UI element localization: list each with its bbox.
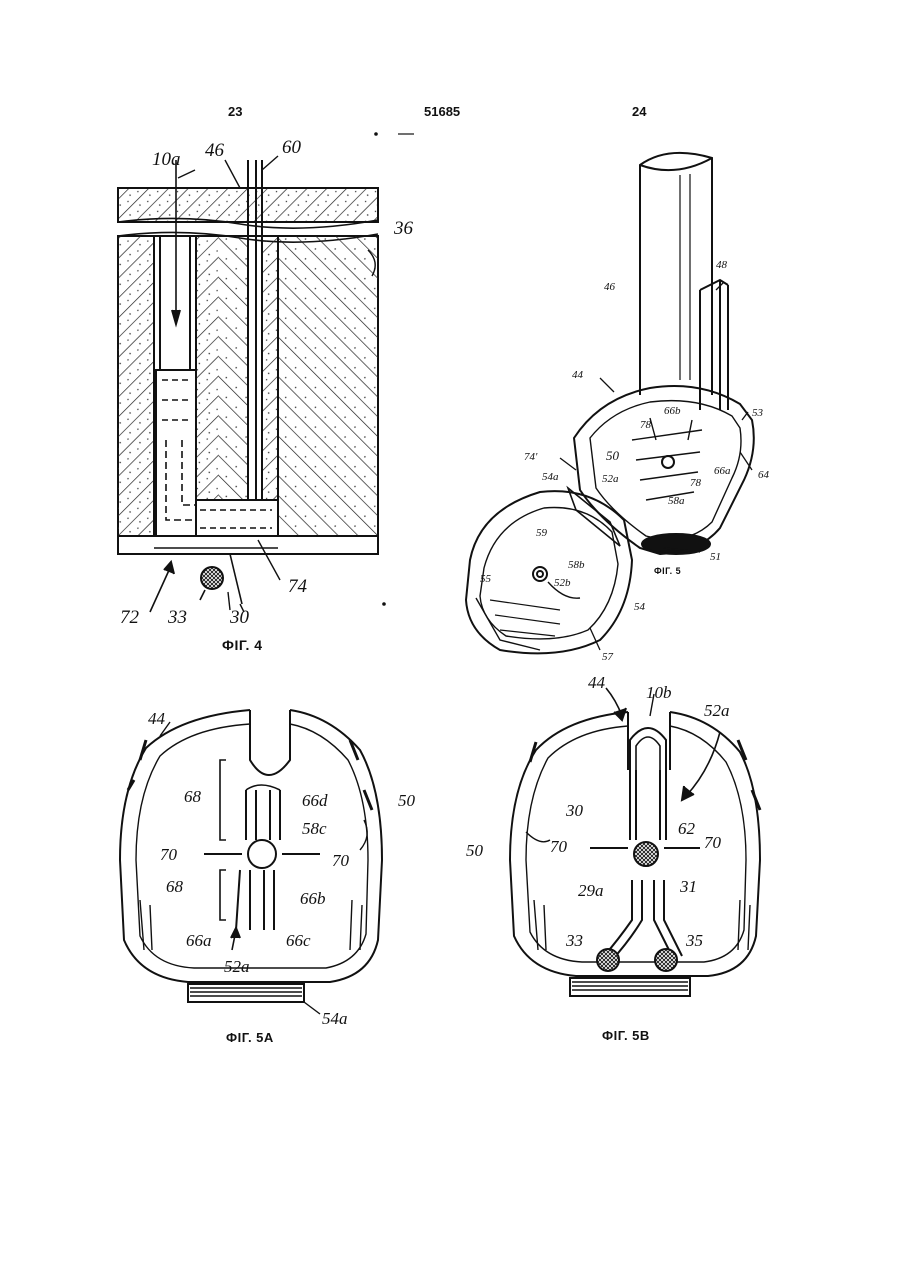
fig5-label: 78: [690, 477, 702, 489]
fig5b-label: 62: [678, 819, 696, 838]
scan-marks: [375, 133, 414, 605]
fig5a-label: 54a: [322, 1009, 348, 1028]
fig4-label: 33: [167, 607, 187, 628]
fig5-label: 52a: [602, 473, 619, 485]
figure-5b-labels: 44 10b 52a 30 62 50 70 70 29a 31 33 35: [466, 673, 730, 950]
fig5-label: 51: [710, 551, 721, 563]
fig5b-label: 70: [550, 837, 568, 856]
fig5-label: 74': [524, 451, 538, 463]
fig5-label: 57: [602, 651, 614, 663]
figure-5a-caption: ФІГ. 5А: [226, 1030, 274, 1045]
fig4-label: 60: [282, 137, 302, 158]
figure-5b-caption: ФІГ. 5В: [602, 1028, 650, 1043]
fig5b-label: 10b: [646, 683, 672, 702]
fig4-label: 30: [229, 607, 250, 628]
fig5-label: 64: [758, 469, 770, 481]
fig5-label: 58b: [568, 559, 585, 571]
figure-5: [466, 153, 754, 653]
fig5a-label: 44: [148, 709, 166, 728]
fig5-label: 55: [480, 573, 492, 585]
fig5-label: 78: [640, 419, 652, 431]
fig5-label: 50: [606, 448, 620, 463]
fig5a-label: 66d: [302, 791, 328, 810]
figure-5-caption: ФІГ. 5: [654, 566, 681, 576]
fig5b-label: 33: [565, 931, 583, 950]
figure-5a-labels: 44 68 66d 50 58c 70 70 68 66b 66a 66c 52…: [148, 709, 416, 1028]
fig5-label: 66a: [714, 465, 731, 477]
fig5-label: 53: [752, 407, 764, 419]
fig5b-label: 52a: [704, 701, 730, 720]
fig5-label: 54: [634, 601, 646, 613]
fig4-label: 72: [120, 607, 140, 628]
fig5a-label: 70: [332, 851, 350, 870]
fig5a-label: 52a: [224, 957, 250, 976]
fig5-label: 46: [604, 281, 616, 293]
figure-4: [118, 156, 378, 612]
fig5-label: 58a: [668, 495, 685, 507]
fig5b-label: 70: [704, 833, 722, 852]
fig5b-label: 29a: [578, 881, 604, 900]
fig4-label: 74: [288, 576, 308, 597]
fig5a-label: 50: [398, 791, 416, 810]
fig5-label: 52b: [554, 577, 571, 589]
fig4-label: 36: [393, 218, 414, 239]
fig4-label: 46: [205, 140, 225, 161]
fig5b-label: 35: [685, 931, 703, 950]
fig5a-label: 66a: [186, 931, 212, 950]
figure-4-caption: ФІГ. 4: [222, 637, 263, 653]
fig5b-label: 44: [588, 673, 606, 692]
fig4-label: 10a: [152, 149, 181, 170]
fig5b-label: 30: [565, 801, 584, 820]
fig5b-label: 31: [679, 877, 697, 896]
fig5-label: 54a: [542, 471, 559, 483]
fig5a-label: 66b: [300, 889, 326, 908]
fig5a-label: 68: [166, 877, 184, 896]
fig5a-label: 66c: [286, 931, 311, 950]
fig5-label: 59: [536, 527, 548, 539]
fig5-label: 66b: [664, 405, 681, 417]
fig5-label: 44: [572, 369, 584, 381]
fig5a-label: 70: [160, 845, 178, 864]
fig5-label: 48: [716, 259, 728, 271]
fig5a-label: 68: [184, 787, 202, 806]
fig5a-label: 58c: [302, 819, 327, 838]
fig5b-label: 50: [466, 841, 484, 860]
figure-5b: [510, 688, 760, 996]
